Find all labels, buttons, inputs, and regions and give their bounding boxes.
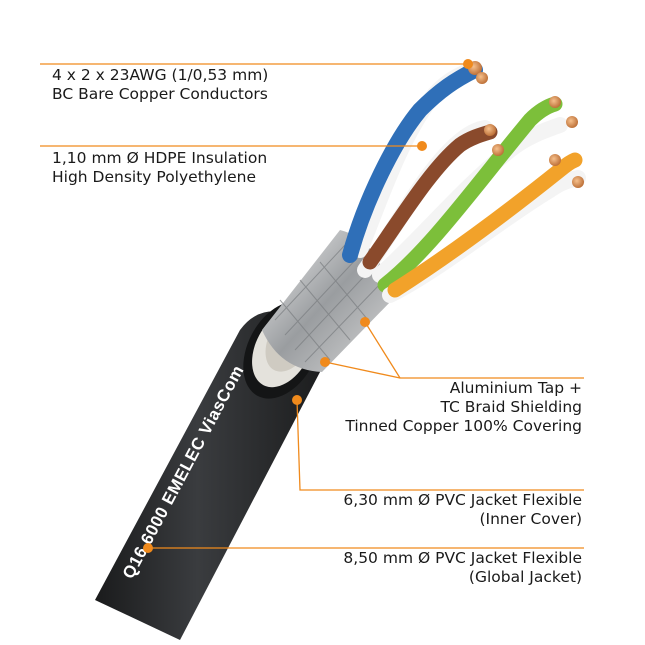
dot-insulation (417, 141, 427, 151)
label-outer-jacket-line1: 8,50 mm Ø PVC Jacket Flexible (343, 549, 582, 567)
leader-shield-a (364, 321, 584, 379)
dot-shield-a (360, 317, 370, 327)
label-conductors-line2: BC Bare Copper Conductors (52, 85, 268, 103)
dot-conductors (463, 59, 473, 69)
label-outer-jacket-line2: (Global Jacket) (468, 568, 582, 586)
label-inner-jacket-line1: 6,30 mm Ø PVC Jacket Flexible (343, 491, 582, 509)
dot-shield-b (320, 357, 330, 367)
label-inner-jacket-line2: (Inner Cover) (479, 510, 582, 528)
label-inner-jacket: 6,30 mm Ø PVC Jacket Flexible (Inner Cov… (343, 491, 582, 529)
dot-outer (143, 543, 153, 553)
dot-inner (292, 395, 302, 405)
label-conductors-line1: 4 x 2 x 23AWG (1/0,53 mm) (52, 66, 269, 84)
leader-shield-b (324, 361, 401, 379)
label-shielding-line2: TC Braid Shielding (440, 398, 582, 416)
label-insulation-line2: High Density Polyethylene (52, 168, 256, 186)
label-shielding-line3: Tinned Copper 100% Covering (345, 417, 582, 435)
label-insulation-line1: 1,10 mm Ø HDPE Insulation (52, 149, 268, 167)
label-insulation: 1,10 mm Ø HDPE Insulation High Density P… (52, 149, 267, 187)
label-conductors: 4 x 2 x 23AWG (1/0,53 mm) BC Bare Copper… (52, 66, 268, 104)
twisted-pairs (342, 62, 586, 303)
label-outer-jacket: 8,50 mm Ø PVC Jacket Flexible (Global Ja… (343, 549, 582, 587)
copper-conductors (468, 61, 584, 188)
label-shielding-line1: Aluminium Tap + (449, 379, 582, 397)
label-shielding: Aluminium Tap + TC Braid Shielding Tinne… (345, 379, 582, 436)
leader-lines (40, 63, 584, 549)
leader-inner (296, 399, 584, 491)
leader-dots (143, 59, 473, 553)
